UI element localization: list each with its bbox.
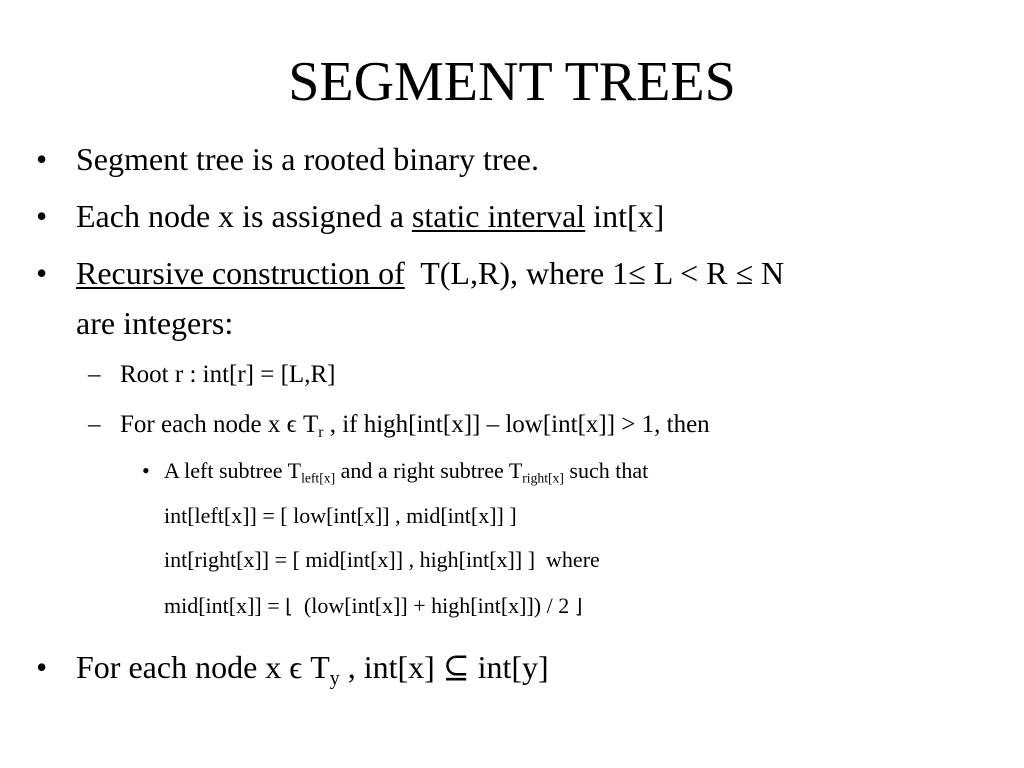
dash-marker: –: [88, 411, 101, 438]
text-segment: T(L,R), where 1≤ L < R ≤ N: [404, 255, 785, 291]
text-segment: mid[int[x]] =: [164, 593, 286, 618]
subscript: right[x]: [522, 470, 564, 486]
slide-title: SEGMENT TREES: [288, 51, 736, 113]
formula-mid: mid[int[x]] = ⌊ (low[int[x]] + high[int[…: [164, 592, 582, 621]
text-segment: Each node x is assigned a: [76, 198, 412, 234]
dash-marker: –: [88, 361, 101, 388]
subscript: r: [318, 423, 324, 441]
subbullet-text: Root r : int[r] = [L,R]: [120, 361, 336, 388]
bullet-marker: •: [36, 255, 48, 291]
bullet-marker: •: [36, 649, 48, 685]
text-segment: A left subtree T: [164, 458, 302, 483]
right-floor-symbol: ⌋: [574, 595, 583, 618]
subsubbullet-text: A left subtree Tleft[x] and a right subt…: [164, 457, 648, 485]
bullet-text: For each node x ϵ Ty , int[x] ⊆ int[y]: [76, 649, 549, 688]
bullet-text: Segment tree is a rooted binary tree.: [76, 141, 539, 177]
subscript: left[x]: [301, 470, 336, 486]
bullet-text: Each node x is assigned a static interva…: [76, 198, 664, 234]
text-segment: , if high[int[x]] – low[int[x]] > 1, the…: [323, 411, 710, 438]
bullet-marker: •: [36, 198, 48, 234]
text-segment: For each node x ϵ T: [120, 411, 319, 438]
bullet-marker: •: [142, 458, 150, 483]
text-segment: and a right subtree T: [335, 458, 523, 483]
left-floor-symbol: ⌊: [285, 595, 293, 618]
text-segment: such that: [563, 458, 649, 483]
bullet-text: are integers:: [76, 305, 234, 341]
text-segment: int[x]: [585, 198, 665, 234]
recursive-construction-term: Recursive construction of: [76, 255, 405, 291]
subscript: y: [329, 667, 340, 690]
bullet-text: Recursive construction of T(L,R), where …: [76, 255, 784, 291]
text-segment: (low[int[x]] + high[int[x]]) / 2: [292, 593, 575, 618]
subbullet-text: For each node x ϵ Tr , if high[int[x]] –…: [120, 410, 710, 440]
bullet-marker: •: [36, 141, 48, 177]
static-interval-term: static interval: [411, 198, 586, 234]
formula-left-interval: int[left[x]] = [ low[int[x]] , mid[int[x…: [164, 503, 517, 528]
text-segment: , int[x] ⊆ int[y]: [339, 649, 549, 685]
formula-right-interval: int[right[x]] = [ mid[int[x]] , high[int…: [164, 547, 600, 572]
text-segment: For each node x ϵ T: [76, 649, 330, 685]
